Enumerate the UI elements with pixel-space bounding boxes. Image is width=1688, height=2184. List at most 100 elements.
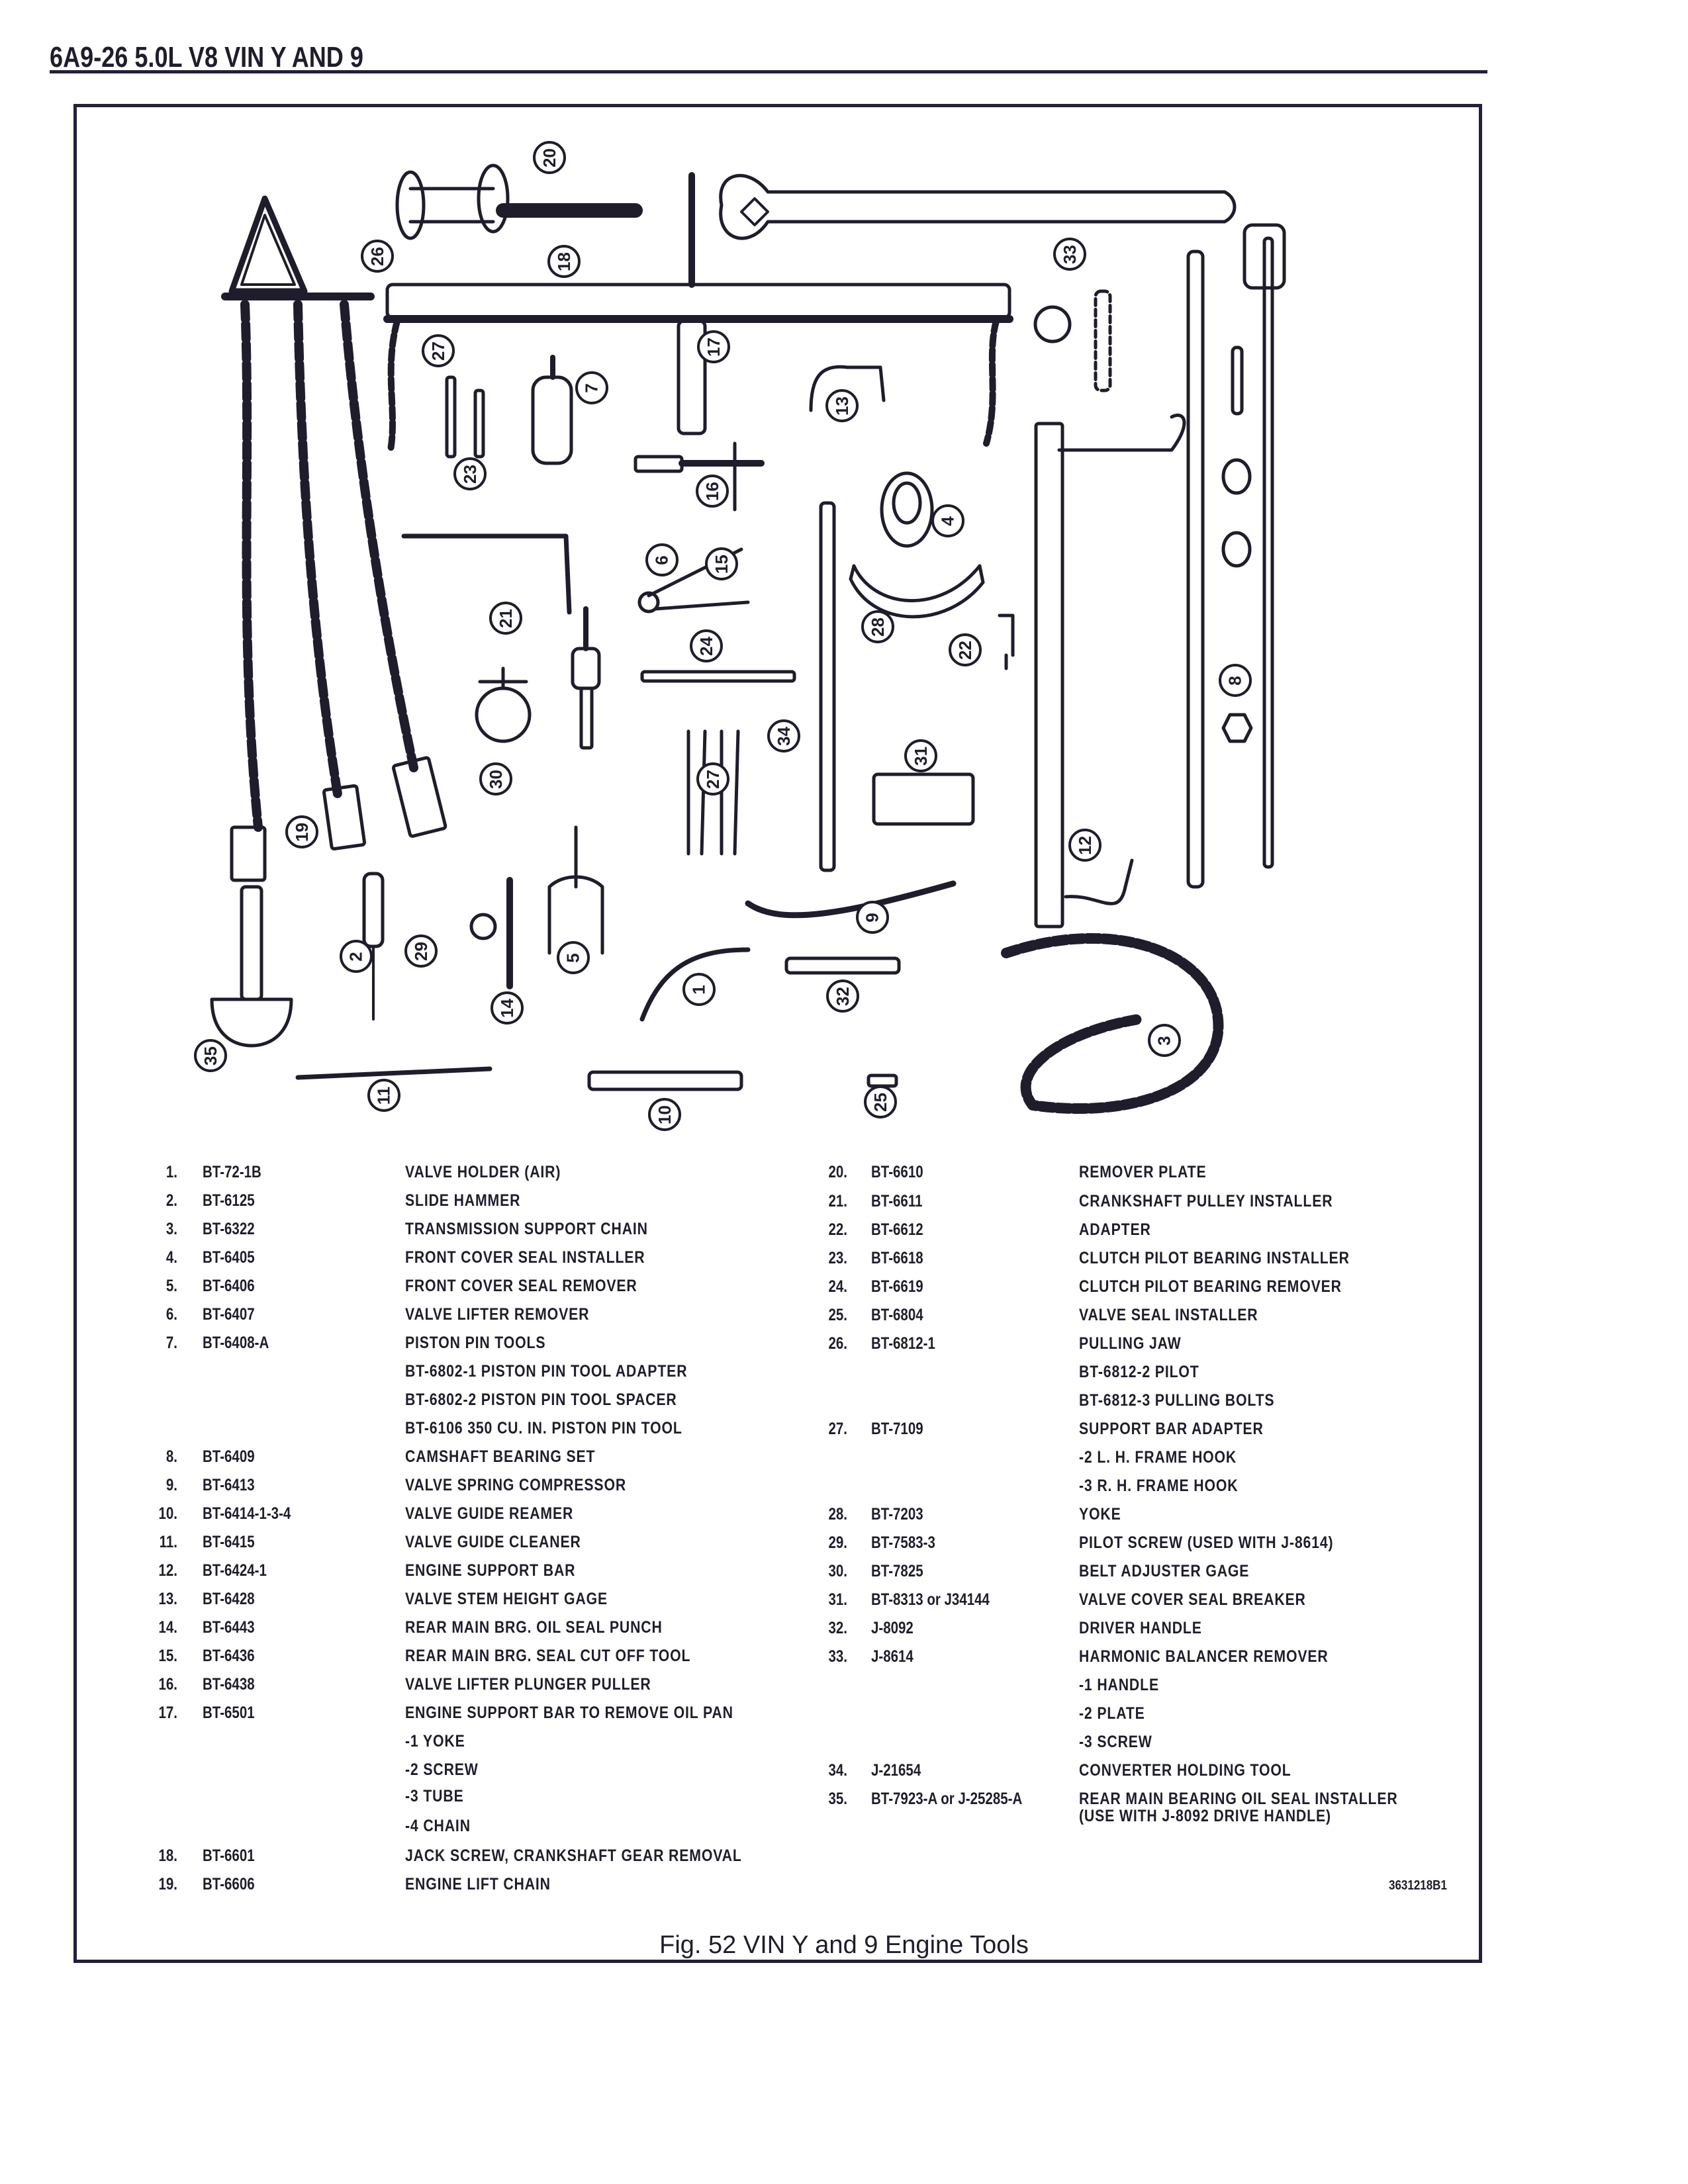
tool-description: CAMSHAFT BEARING SET [405, 1447, 596, 1466]
callout-16: 16 [696, 475, 729, 508]
tool-description: ADAPTER [1079, 1220, 1151, 1239]
callout-label: 8 [1225, 675, 1245, 686]
tool-description: CLUTCH PILOT BEARING REMOVER [1079, 1277, 1342, 1296]
crankshaft-pulley-installer-drawing [571, 606, 601, 750]
tool-description: VALVE STEM HEIGHT GAGE [405, 1590, 608, 1608]
figure-caption: Fig. 52 VIN Y and 9 Engine Tools [659, 1931, 1029, 1959]
slide-hammer-drawing [362, 872, 385, 1021]
callout-label: 7 [581, 383, 602, 393]
callout-8: 8 [1219, 664, 1252, 697]
tool-number: 18. [158, 1846, 177, 1865]
callout-21: 21 [489, 602, 522, 635]
tool-number: 29. [828, 1533, 847, 1552]
tool-description: BELT ADJUSTER GAGE [1079, 1562, 1250, 1580]
tool-description: BT-6802-2 PISTON PIN TOOL SPACER [405, 1390, 677, 1409]
tool-number: 5. [165, 1277, 177, 1295]
tool-number: 35. [828, 1790, 847, 1808]
callout-label: 1 [688, 984, 709, 995]
tool-description: JACK SCREW, CRANKSHAFT GEAR REMOVAL [405, 1846, 742, 1865]
valve-spring-compressor-drawing [745, 880, 957, 919]
tool-description: BT-6106 350 CU. IN. PISTON PIN TOOL [405, 1419, 682, 1437]
tool-number: 13. [158, 1590, 177, 1608]
piston-pin-tools-drawing [445, 355, 573, 465]
callout-label: 13 [831, 396, 852, 416]
figure-frame [73, 104, 1482, 1963]
tool-description: CLUTCH PILOT BEARING INSTALLER [1079, 1249, 1350, 1267]
callout-label: 4 [937, 516, 958, 526]
callout-label: 5 [563, 952, 583, 963]
tool-description: SUPPORT BAR ADAPTER [1079, 1420, 1264, 1438]
tool-number: 4. [165, 1248, 177, 1267]
tool-description: -3 TUBE [405, 1787, 464, 1805]
tool-number: 21. [828, 1192, 847, 1210]
callout-label: 35 [200, 1046, 220, 1066]
tool-part-number: BT-72-1B [203, 1163, 261, 1181]
callout-30: 30 [479, 762, 512, 796]
tool-part-number: BT-6601 [203, 1846, 255, 1865]
lifter-plunger-puller-drawing [633, 441, 765, 512]
callout-24: 24 [690, 629, 723, 662]
callout-27: 27 [696, 762, 729, 796]
tool-number: 16. [158, 1675, 177, 1694]
callout-9: 9 [856, 901, 889, 934]
page-header-title: 6A9-26 5.0L V8 VIN Y AND 9 [50, 41, 363, 73]
tool-description: CRANKSHAFT PULLEY INSTALLER [1079, 1192, 1333, 1210]
tool-description: -3 R. H. FRAME HOOK [1079, 1477, 1239, 1495]
tool-description: VALVE LIFTER PLUNGER PULLER [405, 1675, 651, 1694]
tool-description: VALVE GUIDE CLEANER [405, 1533, 581, 1551]
tool-part-number: BT-6322 [203, 1220, 255, 1238]
tool-description: -4 CHAIN [405, 1817, 471, 1835]
tool-description: VALVE SEAL INSTALLER [1079, 1306, 1258, 1324]
callout-label: 31 [910, 746, 931, 766]
callout-4: 4 [931, 504, 964, 537]
tool-description: PISTON PIN TOOLS [405, 1334, 546, 1352]
tool-part-number: BT-6606 [203, 1875, 255, 1893]
callout-26: 26 [361, 240, 394, 273]
tool-number: 7. [165, 1334, 177, 1352]
tool-description: YOKE [1079, 1505, 1121, 1524]
tool-part-number: BT-6409 [203, 1447, 255, 1466]
engine-support-bar-upright-drawing [1034, 414, 1186, 929]
callout-1: 1 [682, 973, 716, 1006]
callout-15: 15 [705, 547, 738, 580]
tool-part-number: BT-7109 [871, 1420, 923, 1438]
pilot-screw-drawing [469, 913, 497, 940]
callout-label: 11 [373, 1086, 394, 1105]
tool-number: 24. [828, 1277, 847, 1296]
callout-label: 3 [1154, 1035, 1174, 1046]
tool-number: 8. [165, 1447, 177, 1466]
tool-number: 28. [828, 1505, 847, 1524]
converter-holding-tool-drawing [819, 501, 836, 872]
tool-number: 9. [165, 1476, 177, 1494]
callout-28: 28 [861, 610, 894, 643]
callout-6: 6 [645, 543, 679, 576]
tool-part-number: BT-6612 [871, 1220, 923, 1239]
camshaft-bearing-set-drawing [1186, 223, 1286, 889]
tool-description: FRONT COVER SEAL INSTALLER [405, 1248, 645, 1267]
tool-part-number: J-8092 [871, 1619, 914, 1637]
crankshaft-gear-puller-drawing [395, 163, 643, 240]
tool-number: 12. [158, 1561, 177, 1580]
tool-description: TRANSMISSION SUPPORT CHAIN [405, 1220, 648, 1238]
tool-number: 23. [828, 1249, 847, 1267]
tool-part-number: BT-7583-3 [871, 1533, 935, 1552]
tool-part-number: BT-7923-A or J-25285-A [871, 1790, 1023, 1808]
tool-description: REAR MAIN BRG. OIL SEAL PUNCH [405, 1618, 663, 1637]
tool-part-number: BT-6406 [203, 1277, 255, 1295]
tool-description: ENGINE LIFT CHAIN [405, 1875, 551, 1893]
callout-13: 13 [825, 389, 859, 422]
seal-cut-off-tool-drawing [401, 533, 572, 615]
callout-25: 25 [864, 1085, 897, 1118]
callout-label: 32 [832, 986, 853, 1006]
tool-part-number: BT-6804 [871, 1306, 923, 1324]
callout-label: 29 [410, 941, 431, 961]
tool-part-number: BT-6424-1 [203, 1561, 267, 1580]
tool-part-number: BT-6407 [203, 1305, 255, 1324]
tool-part-number: BT-6428 [203, 1590, 255, 1608]
callout-label: 16 [702, 481, 722, 501]
tool-number: 32. [828, 1619, 847, 1637]
tool-description: SLIDE HAMMER [405, 1191, 521, 1210]
tool-description: BT-6802-1 PISTON PIN TOOL ADAPTER [405, 1362, 688, 1381]
callout-29: 29 [404, 934, 438, 968]
